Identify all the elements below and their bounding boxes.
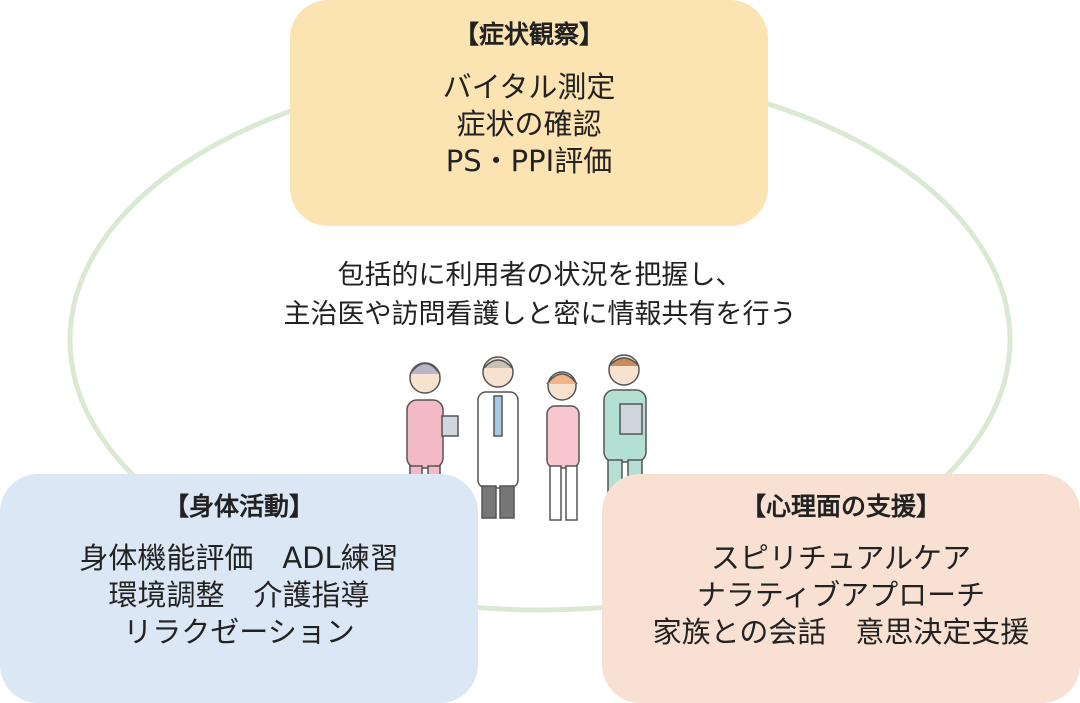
physical-activity-item: 環境調整 介護指導	[108, 578, 370, 612]
central-description-line: 主治医や訪問看護しと密に情報共有を行う	[283, 299, 797, 330]
psychological-support-title: 【心理面の支援】	[740, 492, 941, 521]
central-description-line: 包括的に利用者の状況を把握し、	[337, 260, 743, 291]
symptom-item: 症状の確認	[456, 107, 602, 141]
symptom-item: PS・PPI評価	[445, 144, 613, 178]
symptom-observation-title: 【症状観察】	[453, 20, 604, 49]
psychological-support-box: 【心理面の支援】 スピリチュアルケア ナラティブアプローチ 家族との会話 意思決…	[602, 474, 1080, 703]
nurse-figure-icon	[546, 371, 580, 521]
physical-activity-box: 【身体活動】 身体機能評価 ADL練習 環境調整 介護指導 リラクゼーション	[0, 474, 478, 703]
physical-activity-title: 【身体活動】	[163, 492, 314, 521]
physical-activity-item: リラクゼーション	[123, 615, 355, 649]
psychological-support-item: スピリチュアルケア	[710, 541, 972, 575]
psychological-support-item: 家族との会話 意思決定支援	[652, 615, 1030, 649]
physical-activity-item: 身体機能評価 ADL練習	[79, 541, 399, 575]
psychological-support-item: ナラティブアプローチ	[696, 578, 986, 612]
central-description: 包括的に利用者の状況を把握し、 主治医や訪問看護しと密に情報共有を行う	[200, 256, 880, 334]
symptom-observation-box: 【症状観察】 バイタル測定 症状の確認 PS・PPI評価	[290, 0, 768, 226]
doctor-figure-icon	[477, 356, 519, 519]
symptom-item: バイタル測定	[442, 70, 616, 104]
